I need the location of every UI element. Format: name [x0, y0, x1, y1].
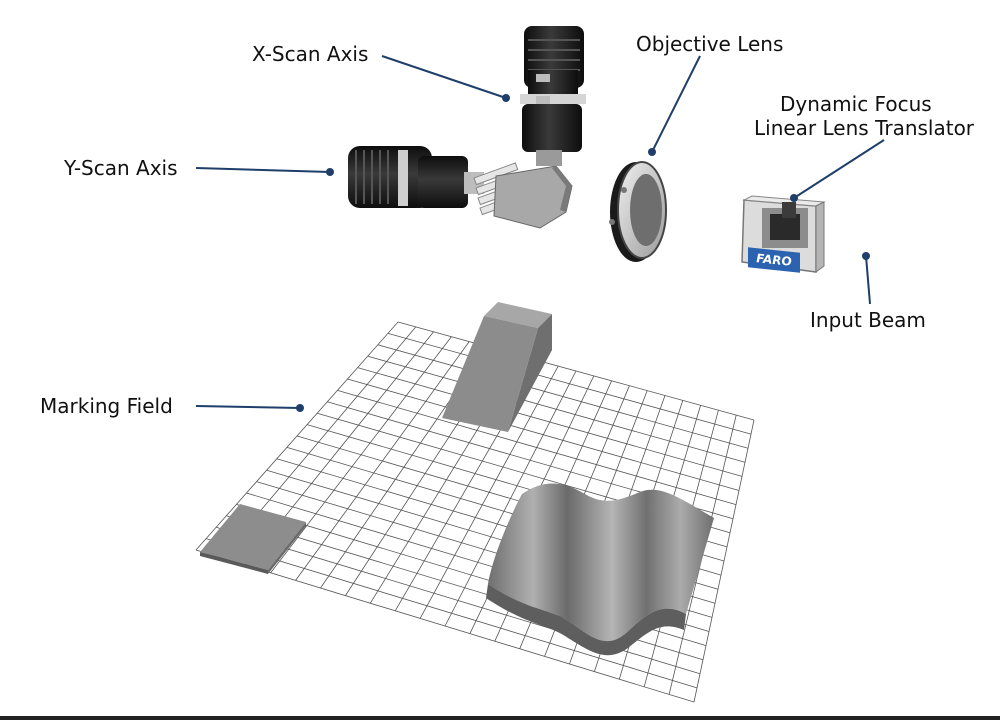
y-scan-motor: [348, 146, 573, 229]
ramp-object: [442, 302, 552, 432]
x-scan-callout-dot: [502, 94, 510, 102]
flat-plate-object: [200, 504, 306, 574]
input-beam-callout-line: [865, 255, 871, 305]
dynamic-focus-label-line1: Dynamic Focus: [780, 92, 932, 116]
y-scan-axis-label: Y-Scan Axis: [64, 156, 178, 180]
x-scan-motor: [520, 26, 586, 166]
x-scan-axis-label: X-Scan Axis: [252, 42, 369, 66]
callout-lines: [195, 55, 885, 409]
y-scan-callout-line: [195, 167, 331, 173]
grid-line: [195, 549, 695, 703]
y-scan-callout-dot: [326, 168, 334, 176]
dynamic-focus-callout-line: [793, 139, 885, 199]
grid-line: [205, 538, 698, 689]
objective-lens-callout-line: [651, 55, 701, 153]
input-beam-callout-dot: [862, 252, 870, 260]
objective-lens-label: Objective Lens: [636, 32, 784, 56]
x-scan-callout-line: [381, 55, 507, 99]
marking-field-callout-line: [195, 405, 301, 409]
input-beam-label: Input Beam: [810, 308, 926, 332]
bottom-border: [0, 716, 1000, 720]
wavy-surface-object: [486, 483, 714, 656]
marking-field-label: Marking Field: [40, 394, 173, 418]
callout-dots: [296, 94, 870, 412]
grid-line: [693, 419, 755, 703]
dynamic-focus-label-line2: Linear Lens Translator: [754, 116, 975, 140]
marking-field-callout-dot: [296, 404, 304, 412]
objective-lens-callout-dot: [648, 148, 656, 156]
dynamic-focus-callout-dot: [790, 194, 798, 202]
objective-lens-ring: [609, 161, 667, 262]
